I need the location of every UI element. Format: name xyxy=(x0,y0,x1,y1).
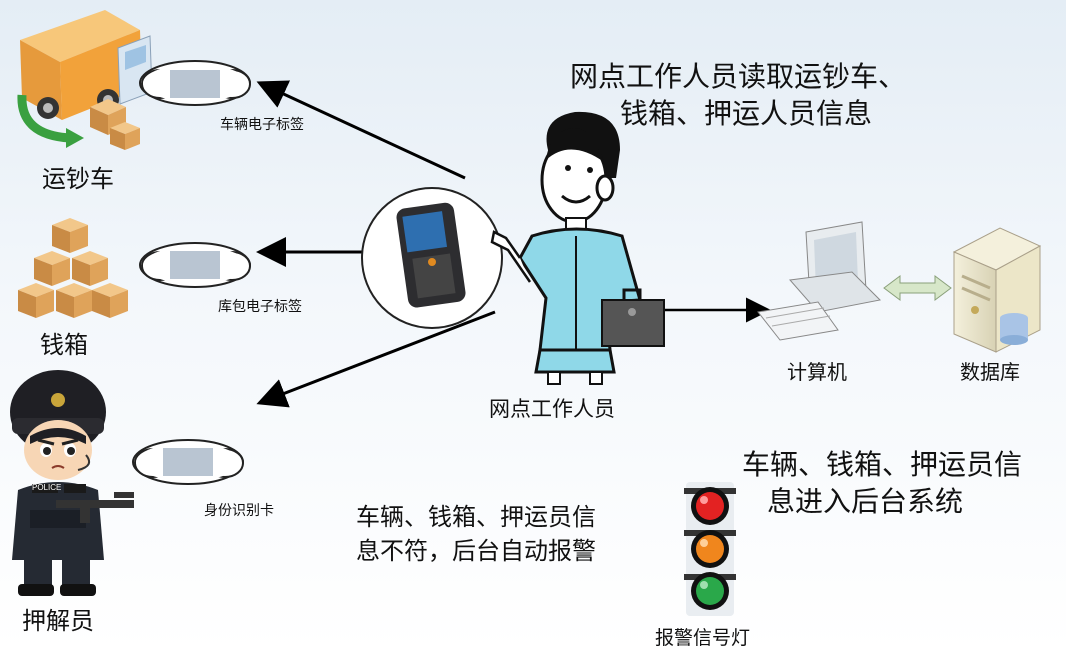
id-card-label: 身份识别卡 xyxy=(204,503,274,519)
computer-icon xyxy=(757,221,882,341)
signal-label: 报警信号灯 xyxy=(655,627,751,649)
alarm-note-line-1: 车辆、钱箱、押运员信 xyxy=(356,503,596,531)
handheld-reader-icon xyxy=(361,187,503,329)
worker-icon xyxy=(490,111,665,385)
truck-icon xyxy=(17,10,153,150)
title-line-1: 网点工作人员读取运钞车、 xyxy=(570,60,907,93)
cashbox-tag-cloud xyxy=(139,242,251,288)
guard-label: 押解员 xyxy=(22,607,94,635)
traffic-light-icon xyxy=(684,482,736,616)
double-arrow-icon xyxy=(883,275,952,301)
vehicle-tag-label: 车辆电子标签 xyxy=(220,117,304,133)
cashbox-tag-label: 库包电子标签 xyxy=(218,299,302,315)
cashbox-label: 钱箱 xyxy=(40,331,88,359)
id-card-cloud xyxy=(132,439,244,485)
truck-label: 运钞车 xyxy=(42,165,114,193)
guard-icon xyxy=(10,370,134,596)
success-note-line-2: 息进入后台系统 xyxy=(767,485,964,518)
arrow-to-vehicle-tag xyxy=(256,80,466,180)
worker-label: 网点工作人员 xyxy=(489,397,615,421)
database-server-icon xyxy=(952,227,1042,353)
cashbox-icon xyxy=(18,218,128,318)
title-line-2: 钱箱、押运人员信息 xyxy=(620,97,873,130)
database-label: 数据库 xyxy=(960,360,1020,384)
vehicle-tag-cloud xyxy=(139,60,251,106)
success-note-line-1: 车辆、钱箱、押运员信 xyxy=(741,448,1022,481)
guard-badge: POLICE xyxy=(32,483,61,492)
alarm-note-line-2: 息不符，后台自动报警 xyxy=(356,537,596,565)
computer-label: 计算机 xyxy=(787,360,847,384)
arrow-to-id-card xyxy=(256,310,496,408)
